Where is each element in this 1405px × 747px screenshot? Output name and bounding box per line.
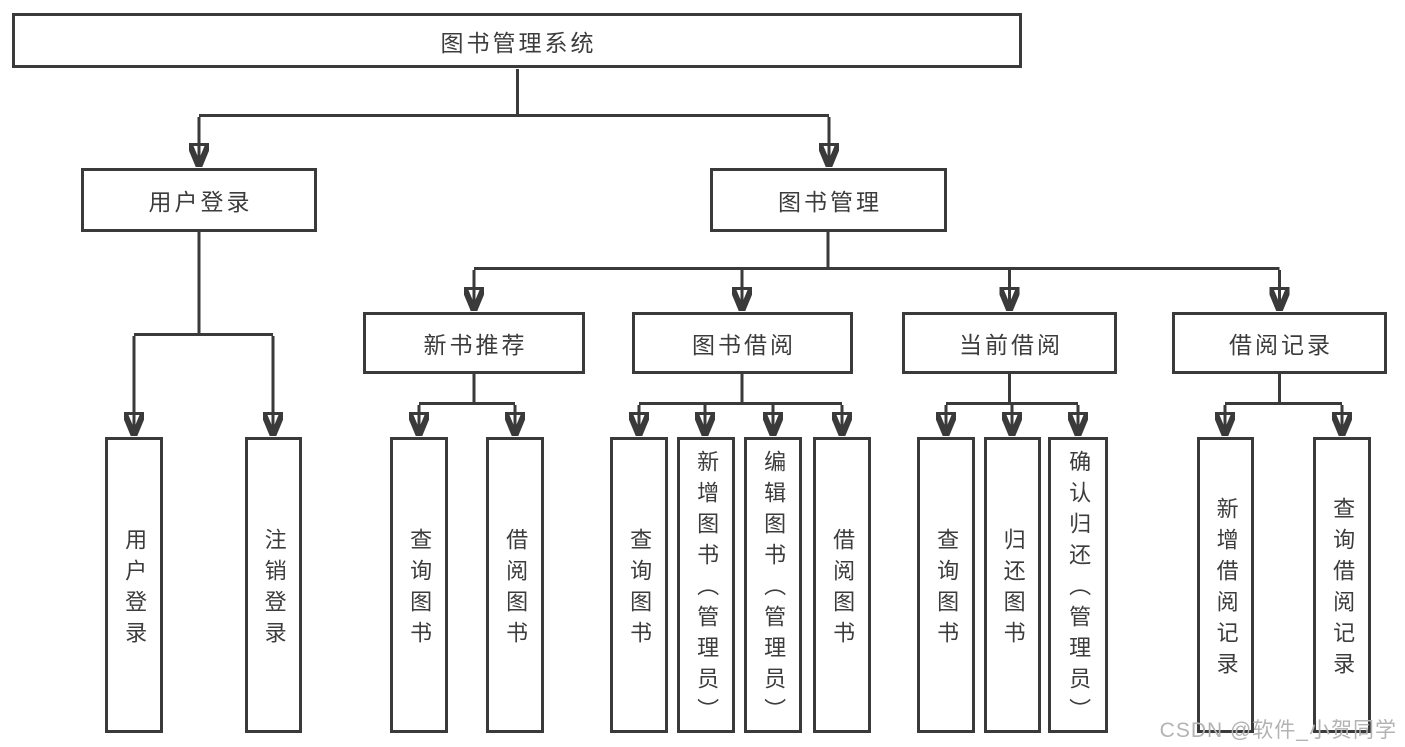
leaf-logout: 注销登录 xyxy=(245,437,302,733)
node-borrow-records: 借阅记录 xyxy=(1172,312,1387,374)
node-label: 查询图书 xyxy=(407,527,433,652)
node-label: 图书管理 xyxy=(778,189,882,215)
leaf-return-book: 归还图书 xyxy=(984,437,1041,733)
node-label: 注销登录 xyxy=(261,527,287,652)
node-label: 借阅记录 xyxy=(1229,332,1333,358)
leaf-query-books-current: 查询图书 xyxy=(917,437,975,733)
node-label: 借阅图书 xyxy=(830,527,856,652)
connector-borrow-records-to-leaves xyxy=(1225,374,1342,436)
node-label: 查询借阅记录 xyxy=(1330,496,1356,683)
connector-current-borrow-to-leaves xyxy=(946,374,1078,436)
leaf-query-books-recommend: 查询图书 xyxy=(390,437,448,733)
node-label: 确认归还（管理员） xyxy=(1066,450,1092,729)
node-label: 编辑图书（管理员） xyxy=(761,450,787,729)
leaf-user-login: 用户登录 xyxy=(105,437,163,733)
leaf-query-borrow-record: 查询借阅记录 xyxy=(1313,437,1371,733)
leaf-edit-book-admin: 编辑图书（管理员） xyxy=(744,437,802,733)
node-label: 新书推荐 xyxy=(423,332,528,358)
node-label: 当前借阅 xyxy=(959,332,1063,358)
connector-user-login-to-leaves xyxy=(134,232,273,436)
leaf-add-borrow-record: 新增借阅记录 xyxy=(1197,437,1254,733)
leaf-query-books-borrowing: 查询图书 xyxy=(610,437,668,733)
connector-book-borrow-to-leaves xyxy=(639,374,842,436)
node-label: 图书借阅 xyxy=(692,332,796,358)
node-label: 归还图书 xyxy=(1000,527,1026,652)
node-current-borrowing: 当前借阅 xyxy=(902,312,1117,374)
csdn-watermark: CSDN @软件_小贺同学 xyxy=(1159,719,1397,742)
node-book-borrowing: 图书借阅 xyxy=(632,312,853,374)
connector-root-to-level2 xyxy=(199,69,829,167)
leaf-confirm-return-admin: 确认归还（管理员） xyxy=(1048,437,1108,733)
node-label: 借阅图书 xyxy=(503,527,529,652)
node-label: 查询图书 xyxy=(934,527,960,652)
connector-book-mgmt-to-level3 xyxy=(474,232,1280,311)
node-label: 用户登录 xyxy=(148,189,253,215)
node-label: 新增借阅记录 xyxy=(1213,496,1239,683)
connector-new-book-rec-to-leaves xyxy=(419,374,515,436)
leaf-borrow-books-borrowing: 借阅图书 xyxy=(813,437,871,733)
node-book-management: 图书管理 xyxy=(710,168,947,232)
leaf-add-book-admin: 新增图书（管理员） xyxy=(677,437,735,733)
node-user-login: 用户登录 xyxy=(81,168,317,232)
node-label: 用户登录 xyxy=(122,527,148,652)
leaf-borrow-books-recommend: 借阅图书 xyxy=(486,437,544,733)
node-root-system: 图书管理系统 xyxy=(12,13,1022,68)
node-new-book-recommend: 新书推荐 xyxy=(363,312,585,374)
node-label: 新增图书（管理员） xyxy=(694,450,720,729)
node-label: 图书管理系统 xyxy=(440,29,597,56)
node-label: 查询图书 xyxy=(627,527,653,652)
